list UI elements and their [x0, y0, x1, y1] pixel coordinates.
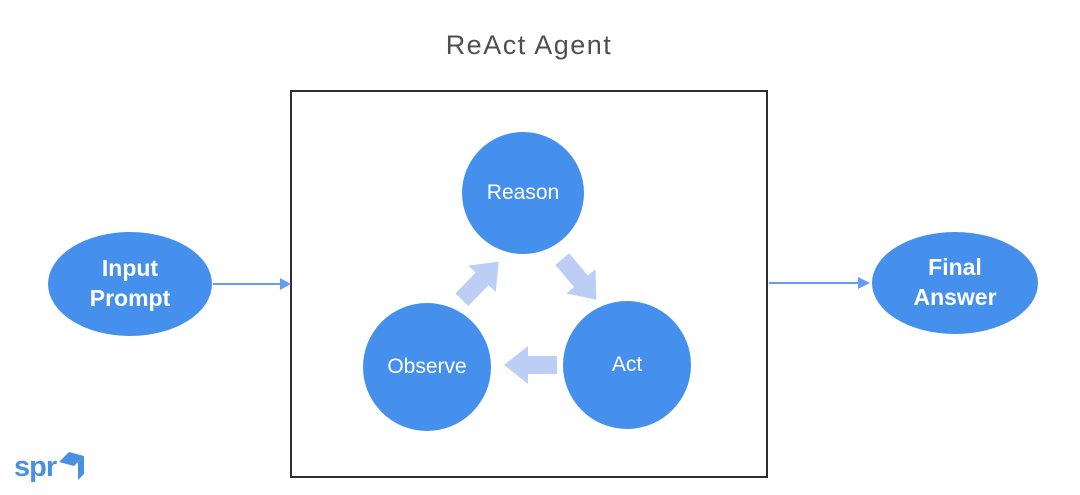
- spr-logo-text: spr: [14, 451, 57, 483]
- spr-logo: spr: [14, 447, 85, 482]
- input-prompt-line1: Input: [101, 255, 159, 282]
- final-answer-line1: Final: [928, 254, 982, 281]
- node-observe-label: Observe: [387, 355, 467, 378]
- diagram-title: ReAct Agent: [445, 30, 613, 60]
- node-final-answer: Final Answer: [872, 232, 1038, 334]
- input-prompt-line2: Prompt: [89, 285, 171, 311]
- node-observe: Observe: [363, 303, 491, 431]
- node-act-label: Act: [611, 353, 643, 376]
- node-reason: Reason: [462, 132, 584, 254]
- spr-logo-cube-icon: [59, 452, 85, 480]
- node-act: Act: [563, 301, 691, 429]
- node-reason-label: Reason: [486, 181, 560, 204]
- input-to-agent-arrow: [213, 278, 291, 290]
- final-answer-line2: Answer: [913, 284, 997, 310]
- node-input-prompt: Input Prompt: [48, 232, 212, 336]
- agent-to-final-arrow: [769, 277, 870, 289]
